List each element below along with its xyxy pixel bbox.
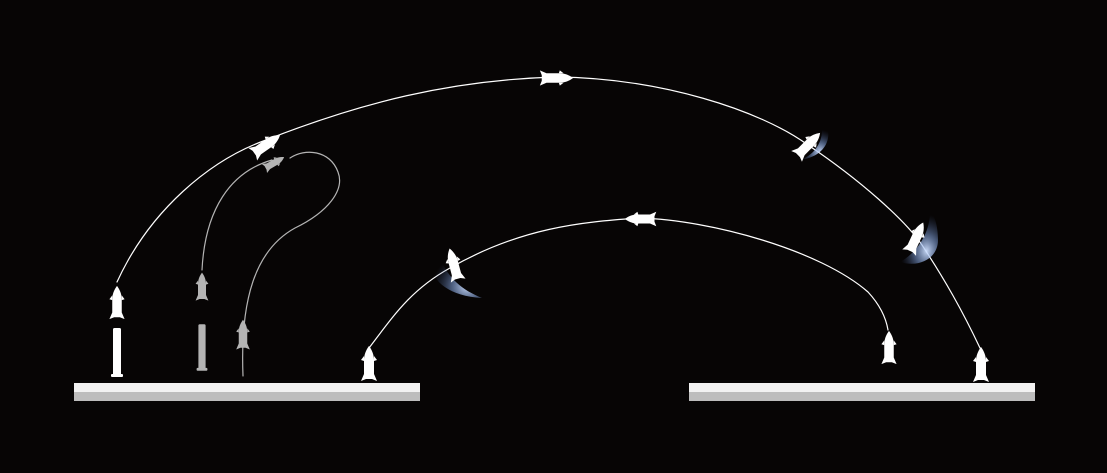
- starship-icon: [973, 347, 989, 382]
- launch-platform-left: [74, 383, 420, 401]
- booster-boostback-trajectory: [242, 151, 340, 377]
- booster-icon: [111, 328, 123, 377]
- rocket-icon: [361, 346, 377, 381]
- rocket-icon: [195, 272, 209, 301]
- booster-return-trajectory: [201, 159, 273, 271]
- reentry-plasma-glow: [800, 128, 829, 160]
- starship-icon: [539, 70, 574, 86]
- rocket-icon: [236, 319, 250, 350]
- starship-icon: [881, 330, 897, 365]
- rocket-icon: [109, 285, 125, 320]
- reentry-plasma-glow: [431, 252, 482, 298]
- starship-icon: [624, 211, 657, 227]
- rocket-icon: [261, 152, 287, 174]
- landing-platform-right: [689, 383, 1035, 401]
- booster-icon: [196, 324, 208, 371]
- reentry-plasma-glow: [900, 212, 938, 264]
